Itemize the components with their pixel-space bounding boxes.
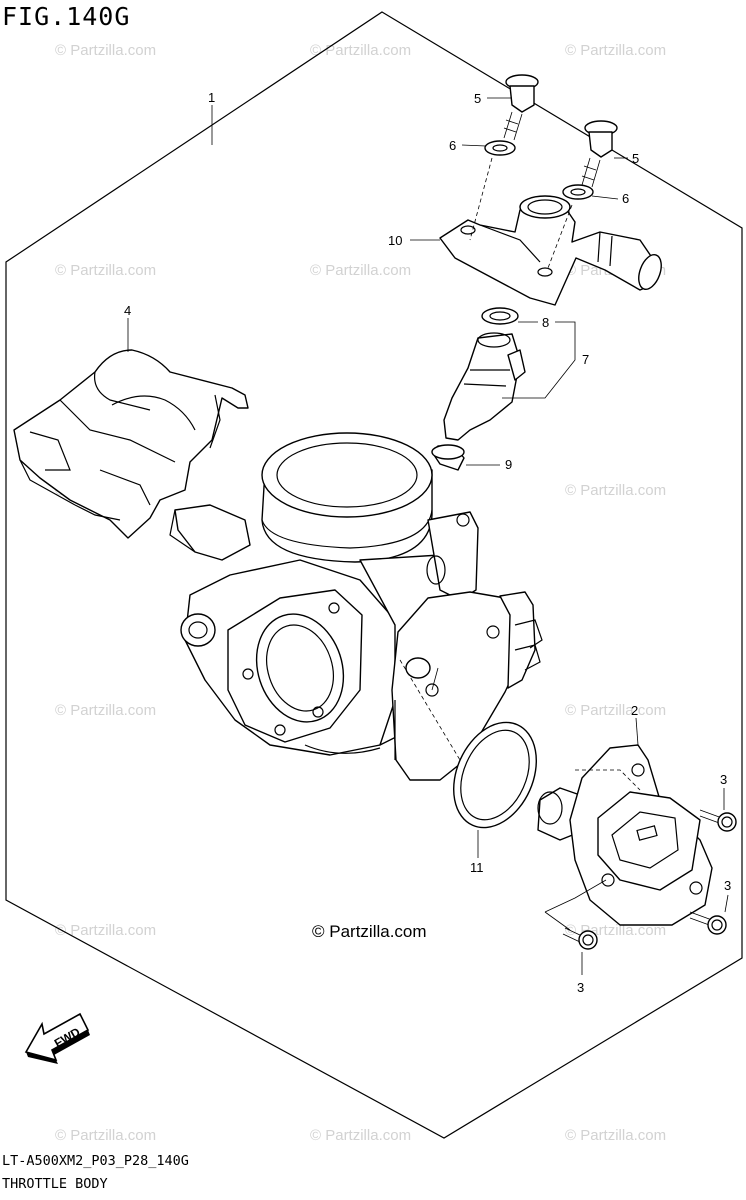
watermark: © Partzilla.com bbox=[310, 1127, 411, 1144]
callout-5: 5 bbox=[632, 151, 639, 166]
watermark: © Partzilla.com bbox=[55, 42, 156, 59]
watermark: © Partzilla.com bbox=[565, 702, 666, 719]
callout-4: 4 bbox=[124, 303, 131, 318]
watermark: © Partzilla.com bbox=[310, 262, 411, 279]
fwd-arrow-icon: FWD bbox=[24, 1012, 90, 1064]
part-cushion bbox=[431, 444, 465, 471]
part-delivery-pipe bbox=[439, 195, 662, 306]
part-washers-6 bbox=[484, 140, 594, 200]
screw bbox=[699, 809, 737, 832]
copyright-text: © Partzilla.com bbox=[312, 922, 427, 941]
part-cover bbox=[13, 349, 249, 539]
callout-8: 8 bbox=[542, 315, 549, 330]
watermark: © Partzilla.com bbox=[565, 42, 666, 59]
part-screws-3 bbox=[562, 809, 737, 950]
watermark: © Partzilla.com bbox=[310, 42, 411, 59]
part-injector bbox=[443, 307, 526, 441]
watermark: © Partzilla.com bbox=[565, 1127, 666, 1144]
watermark: © Partzilla.com bbox=[55, 262, 156, 279]
model-code: LT-A500XM2_P03_P28_140G bbox=[2, 1153, 189, 1169]
part-o-ring bbox=[453, 721, 537, 829]
figure-title: FIG.140G bbox=[2, 2, 131, 31]
callout-6: 6 bbox=[622, 191, 629, 206]
callout-3: 3 bbox=[724, 878, 731, 893]
callout-1: 1 bbox=[208, 90, 215, 105]
screw bbox=[562, 927, 598, 950]
callout-3: 3 bbox=[720, 772, 727, 787]
watermark: © Partzilla.com bbox=[55, 702, 156, 719]
part-bolts-5 bbox=[503, 74, 618, 188]
callout-6: 6 bbox=[449, 138, 456, 153]
watermark: © Partzilla.com bbox=[565, 482, 666, 499]
callout-10: 10 bbox=[388, 233, 402, 248]
assembly-boundary bbox=[5, 11, 743, 1139]
watermark: © Partzilla.com bbox=[55, 1127, 156, 1144]
part-idle-sensor bbox=[537, 744, 713, 926]
callout-7: 7 bbox=[582, 352, 589, 367]
callout-9: 9 bbox=[505, 457, 512, 472]
screw bbox=[689, 911, 727, 935]
leader-lines bbox=[127, 97, 729, 975]
watermark: © Partzilla.com bbox=[55, 922, 156, 939]
callout-11: 11 bbox=[470, 860, 484, 875]
callout-5: 5 bbox=[474, 91, 481, 106]
callout-2: 2 bbox=[631, 703, 638, 718]
callout-3: 3 bbox=[577, 980, 584, 995]
callouts: 1 2 3 3 3 4 5 5 6 6 7 8 9 10 11 bbox=[124, 90, 731, 995]
section-title: THROTTLE BODY bbox=[2, 1176, 108, 1192]
part-throttle-body bbox=[169, 432, 543, 781]
